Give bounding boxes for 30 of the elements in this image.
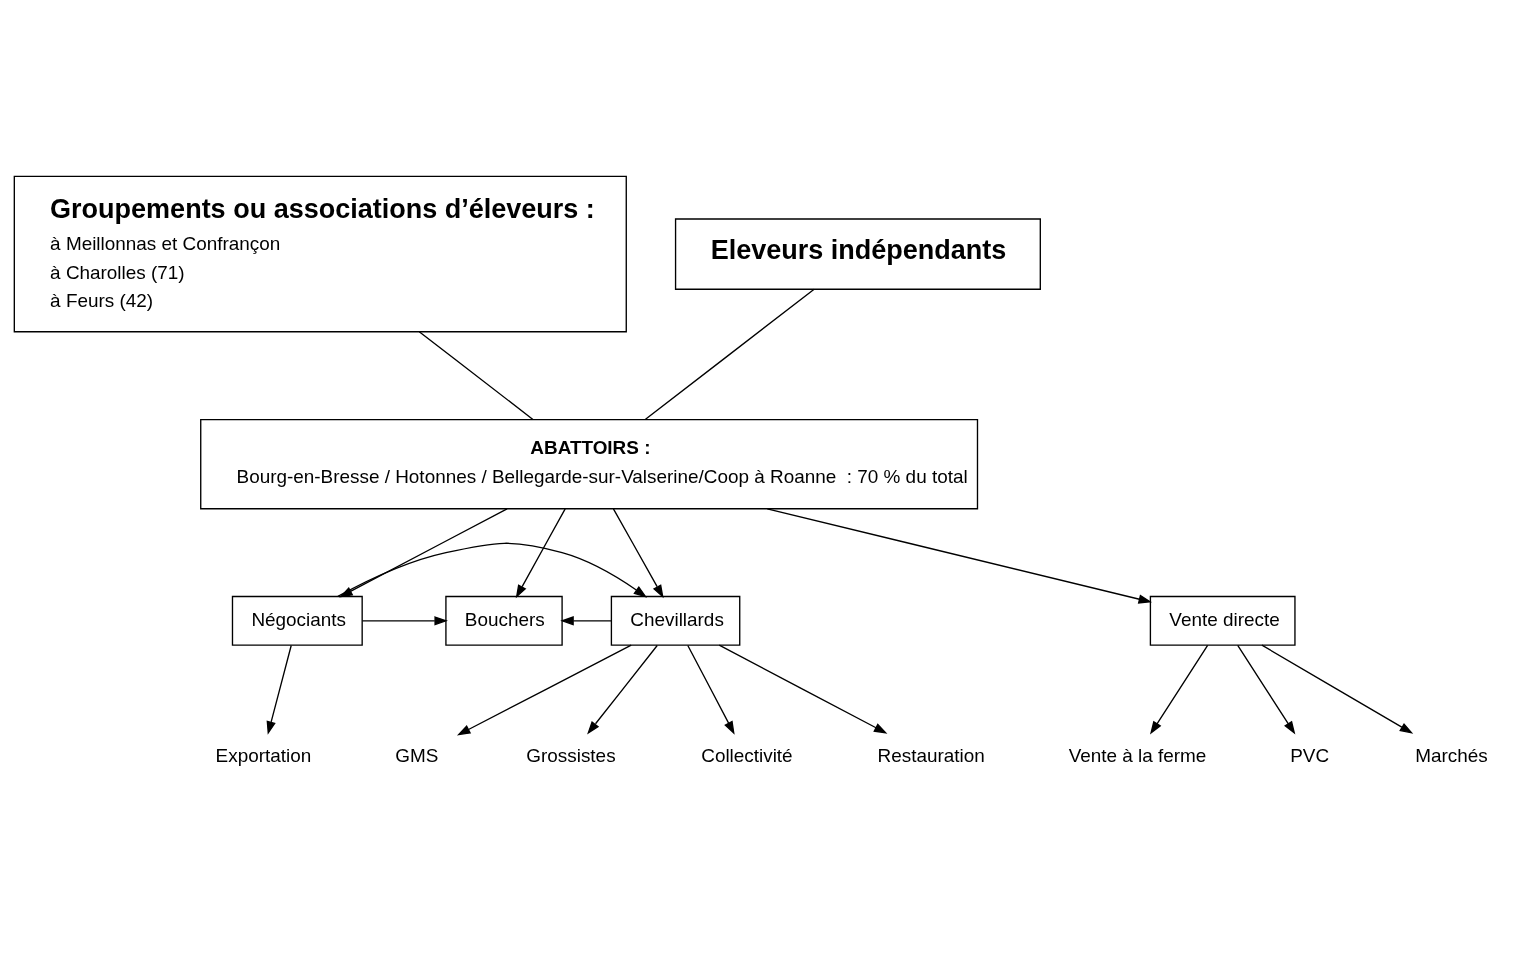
arrow	[1150, 644, 1209, 735]
arrow	[515, 508, 566, 599]
node-box: Négociants	[231, 595, 363, 646]
node-text: Collectivité	[701, 745, 793, 767]
arrow	[361, 616, 448, 626]
node-text: Restauration	[877, 745, 985, 767]
connector	[418, 331, 534, 421]
node-text: GMS	[395, 745, 439, 767]
arrow	[1261, 644, 1414, 734]
node-box: Bouchers	[445, 595, 563, 646]
connector	[644, 288, 815, 420]
arrow	[612, 508, 664, 599]
node-box: ABATTOIRS : Bourg-en-Bresse / Hotonnes / Bellegarde-sur-Valserine/Coop à Roanne : 70 % du total	[200, 418, 979, 510]
arrow	[1237, 644, 1296, 735]
node-box: Vente directe	[1149, 595, 1296, 646]
arrow	[687, 644, 735, 735]
node-text: Vente à la ferme	[1068, 745, 1207, 767]
node-box: Eleveurs indépendants	[674, 218, 1041, 290]
arrow	[718, 644, 888, 734]
arrow	[587, 644, 658, 735]
arrow	[560, 616, 612, 626]
node-text: Grossistes	[526, 745, 616, 767]
arrow	[266, 644, 292, 735]
arrow	[456, 644, 632, 736]
node-box: Groupements ou associations d’éleveurs : à Meillonnas et Confrançon à Charolles (71) à Feurs (42)	[13, 175, 627, 333]
node-text: Marchés	[1415, 745, 1488, 767]
node-box: Chevillards	[610, 595, 741, 646]
node-text: PVC	[1290, 745, 1330, 767]
arrow	[766, 508, 1153, 604]
node-text: Exportation	[215, 745, 312, 767]
